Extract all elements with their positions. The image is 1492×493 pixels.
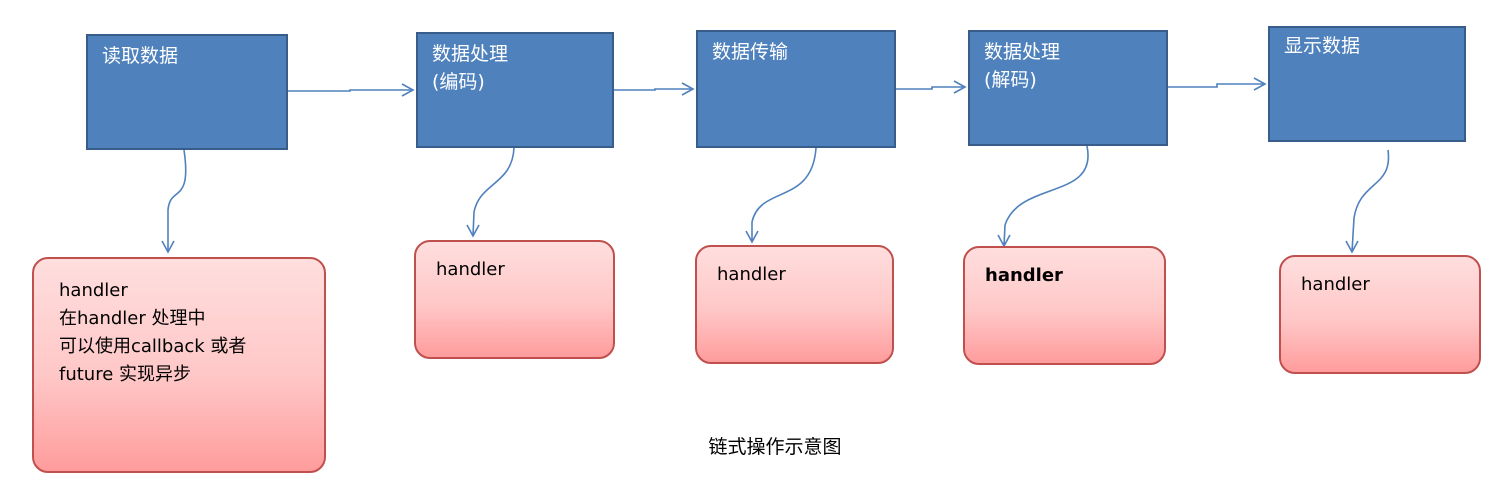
handler-connector — [1351, 149, 1390, 253]
handler-label: handler — [59, 280, 128, 301]
stage-display-data: 显示数据 — [1268, 26, 1466, 142]
handler-connector — [472, 147, 515, 237]
flow-arrow — [896, 86, 965, 90]
handler-label: handler — [1301, 274, 1370, 295]
flow-arrow-head — [1253, 77, 1267, 91]
handler-encode: handler — [414, 240, 615, 359]
stage-transfer: 数据传输 — [696, 30, 896, 148]
stage-label: 读取数据 — [102, 45, 179, 67]
handler-label: handler — [985, 265, 1063, 286]
stage-decode: 数据处理 (解码) — [968, 30, 1168, 146]
handler-note-line: 可以使用callback 或者 — [59, 336, 247, 357]
stage-sublabel: (解码) — [984, 69, 1037, 91]
stage-label: 数据处理 — [984, 41, 1061, 63]
stage-sublabel: (编码) — [432, 71, 485, 93]
handler-connector-head — [466, 224, 480, 238]
handler-note-line: future 实现异步 — [59, 364, 192, 385]
flow-arrow — [614, 88, 693, 91]
handler-label: handler — [436, 259, 505, 280]
handler-label: handler — [717, 264, 786, 285]
handler-note-line: 在handler 处理中 — [59, 308, 206, 329]
handler-connector — [751, 147, 817, 242]
flow-arrow-head — [681, 82, 695, 96]
handler-connector — [167, 149, 187, 252]
stage-read-data: 读取数据 — [86, 34, 288, 150]
handler-connector-head — [997, 234, 1011, 248]
handler-transfer: handler — [695, 245, 894, 364]
stage-label: 数据处理 — [432, 43, 509, 65]
handler-connector-head — [161, 240, 175, 254]
handler-decode: handler — [963, 246, 1166, 365]
stage-label: 显示数据 — [1284, 35, 1361, 57]
flow-arrow-head — [953, 80, 967, 94]
handler-read: handler 在handler 处理中 可以使用callback 或者 fut… — [32, 257, 326, 473]
diagram-caption: 链式操作示意图 — [708, 436, 842, 458]
flow-arrow-head — [401, 83, 415, 97]
handler-display: handler — [1279, 255, 1481, 374]
handler-connector — [1003, 145, 1089, 247]
flow-arrow — [1168, 83, 1265, 88]
handler-connector-head — [1345, 240, 1359, 254]
flow-arrow — [288, 89, 413, 92]
stage-label: 数据传输 — [712, 41, 789, 63]
handler-connector-head — [745, 230, 759, 244]
stage-encode: 数据处理 (编码) — [416, 32, 614, 148]
